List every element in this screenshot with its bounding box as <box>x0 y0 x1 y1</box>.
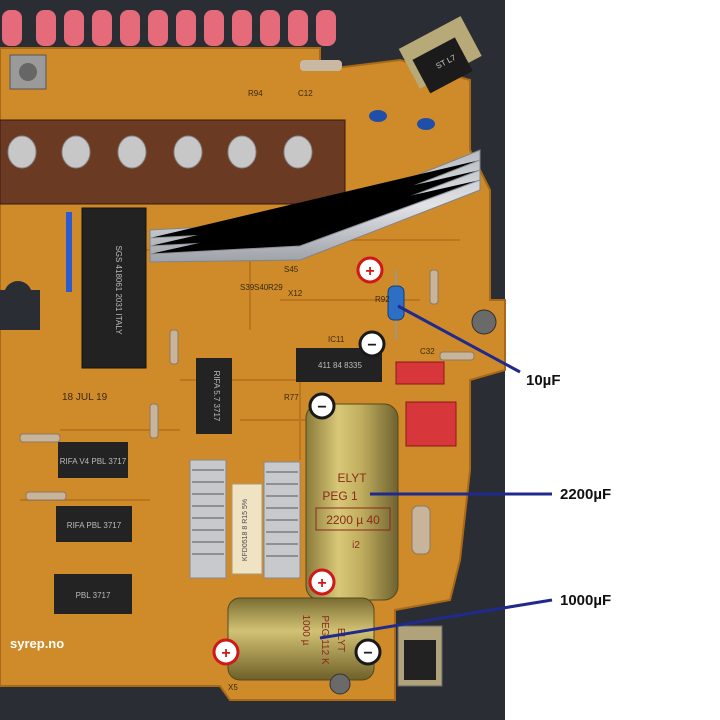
label-r92: R92 <box>375 295 390 304</box>
power-resistor <box>231 483 263 575</box>
mount-hole <box>4 281 32 309</box>
ceramic-cap <box>417 118 435 130</box>
cap-1000-brand: ELYT <box>335 628 346 652</box>
heatsinks <box>189 459 301 579</box>
rifa-ic-4: PBL 3717 <box>54 574 132 614</box>
annotation-lines <box>319 304 553 640</box>
line-1000uf <box>319 598 553 640</box>
cap-2200-series: PEG 1 <box>322 489 358 503</box>
cap-2200-code: i2 <box>352 540 360 551</box>
svg-text:−: − <box>317 399 326 416</box>
polarity-badge-plus: + <box>356 256 384 284</box>
rifa-ic-2: RIFA V4 PBL 3717 <box>58 442 128 478</box>
polarity-badge-minus: − <box>358 330 386 358</box>
small-resistors <box>19 269 475 555</box>
main-ic-label: SGS 418061 2031 ITALY <box>114 245 123 335</box>
rifa-3-label: RIFA PBL 3717 <box>67 521 122 530</box>
cap-2200-value: 2200 µ 40 <box>326 513 380 527</box>
background-white <box>505 0 720 720</box>
svg-text:−: − <box>363 645 372 662</box>
rifa-ic-1: RIFA 5.7 3717 <box>196 358 232 434</box>
film-capacitors <box>395 361 457 447</box>
callout-1000uf: 1000µF <box>560 592 612 609</box>
polarity-badge-plus: + <box>308 568 336 596</box>
label-x12: X12 <box>288 289 303 298</box>
label-c32: C32 <box>420 347 435 356</box>
rifa-1-label: RIFA 5.7 3717 <box>212 371 221 422</box>
resistor <box>300 60 342 71</box>
label-s39: S39 <box>240 283 255 292</box>
line-10uf <box>397 304 521 374</box>
watermark: syrep.no <box>10 636 65 651</box>
svg-text:−: − <box>367 337 376 354</box>
transistor-body <box>404 640 436 680</box>
cap-1000-series: PEG 112 K <box>319 615 330 665</box>
callout-2200uf: 2200µF <box>560 486 612 503</box>
svg-text:+: + <box>221 645 230 662</box>
cap-2200-brand: ELYT <box>337 471 367 485</box>
label-r94: R94 <box>248 89 263 98</box>
screw <box>471 309 497 335</box>
label-r77: R77 <box>284 393 299 402</box>
led-row <box>2 10 336 46</box>
polarity-badge-minus: − <box>354 638 382 666</box>
capacitor-10uf <box>387 270 405 340</box>
polarity-badge-plus: + <box>212 638 240 666</box>
polarity-badge-minus: − <box>308 392 336 420</box>
display-pads <box>7 135 313 169</box>
rifa-4-label: PBL 3717 <box>76 591 111 600</box>
label-x5: X5 <box>228 683 238 692</box>
screw <box>329 673 351 695</box>
rifa-2-label: RIFA V4 PBL 3717 <box>60 457 127 466</box>
cap-1000-value: 1000 µ <box>300 615 311 646</box>
label-s40: S40 <box>254 283 269 292</box>
voltage-regulator: ST L7 <box>398 16 482 94</box>
resistor-block-label: KFD0518 8 R15 5% <box>242 499 249 561</box>
label-c12: C12 <box>298 89 313 98</box>
capacitor-1000uf: 1000 µ PEG 112 K ELYT <box>227 597 375 681</box>
rifa-ic-3: RIFA PBL 3717 <box>56 506 132 542</box>
svg-text:+: + <box>365 263 374 280</box>
ribbon-lines <box>149 159 481 255</box>
jumper-wire <box>66 212 72 292</box>
label-r29: R29 <box>268 283 283 292</box>
ceramic-cap <box>369 110 387 122</box>
label-s45: S45 <box>284 265 299 274</box>
callout-10uf: 10µF <box>526 372 561 389</box>
label-date-stamp: 18 JUL 19 <box>62 392 108 403</box>
svg-text:+: + <box>317 575 326 592</box>
main-ic <box>81 207 147 369</box>
label-ic11: IC11 <box>328 335 345 344</box>
capacitor-2200uf: ELYT PEG 1 2200 µ 40 i2 <box>305 403 399 601</box>
ic11-label: 411 84 8335 <box>318 361 362 370</box>
